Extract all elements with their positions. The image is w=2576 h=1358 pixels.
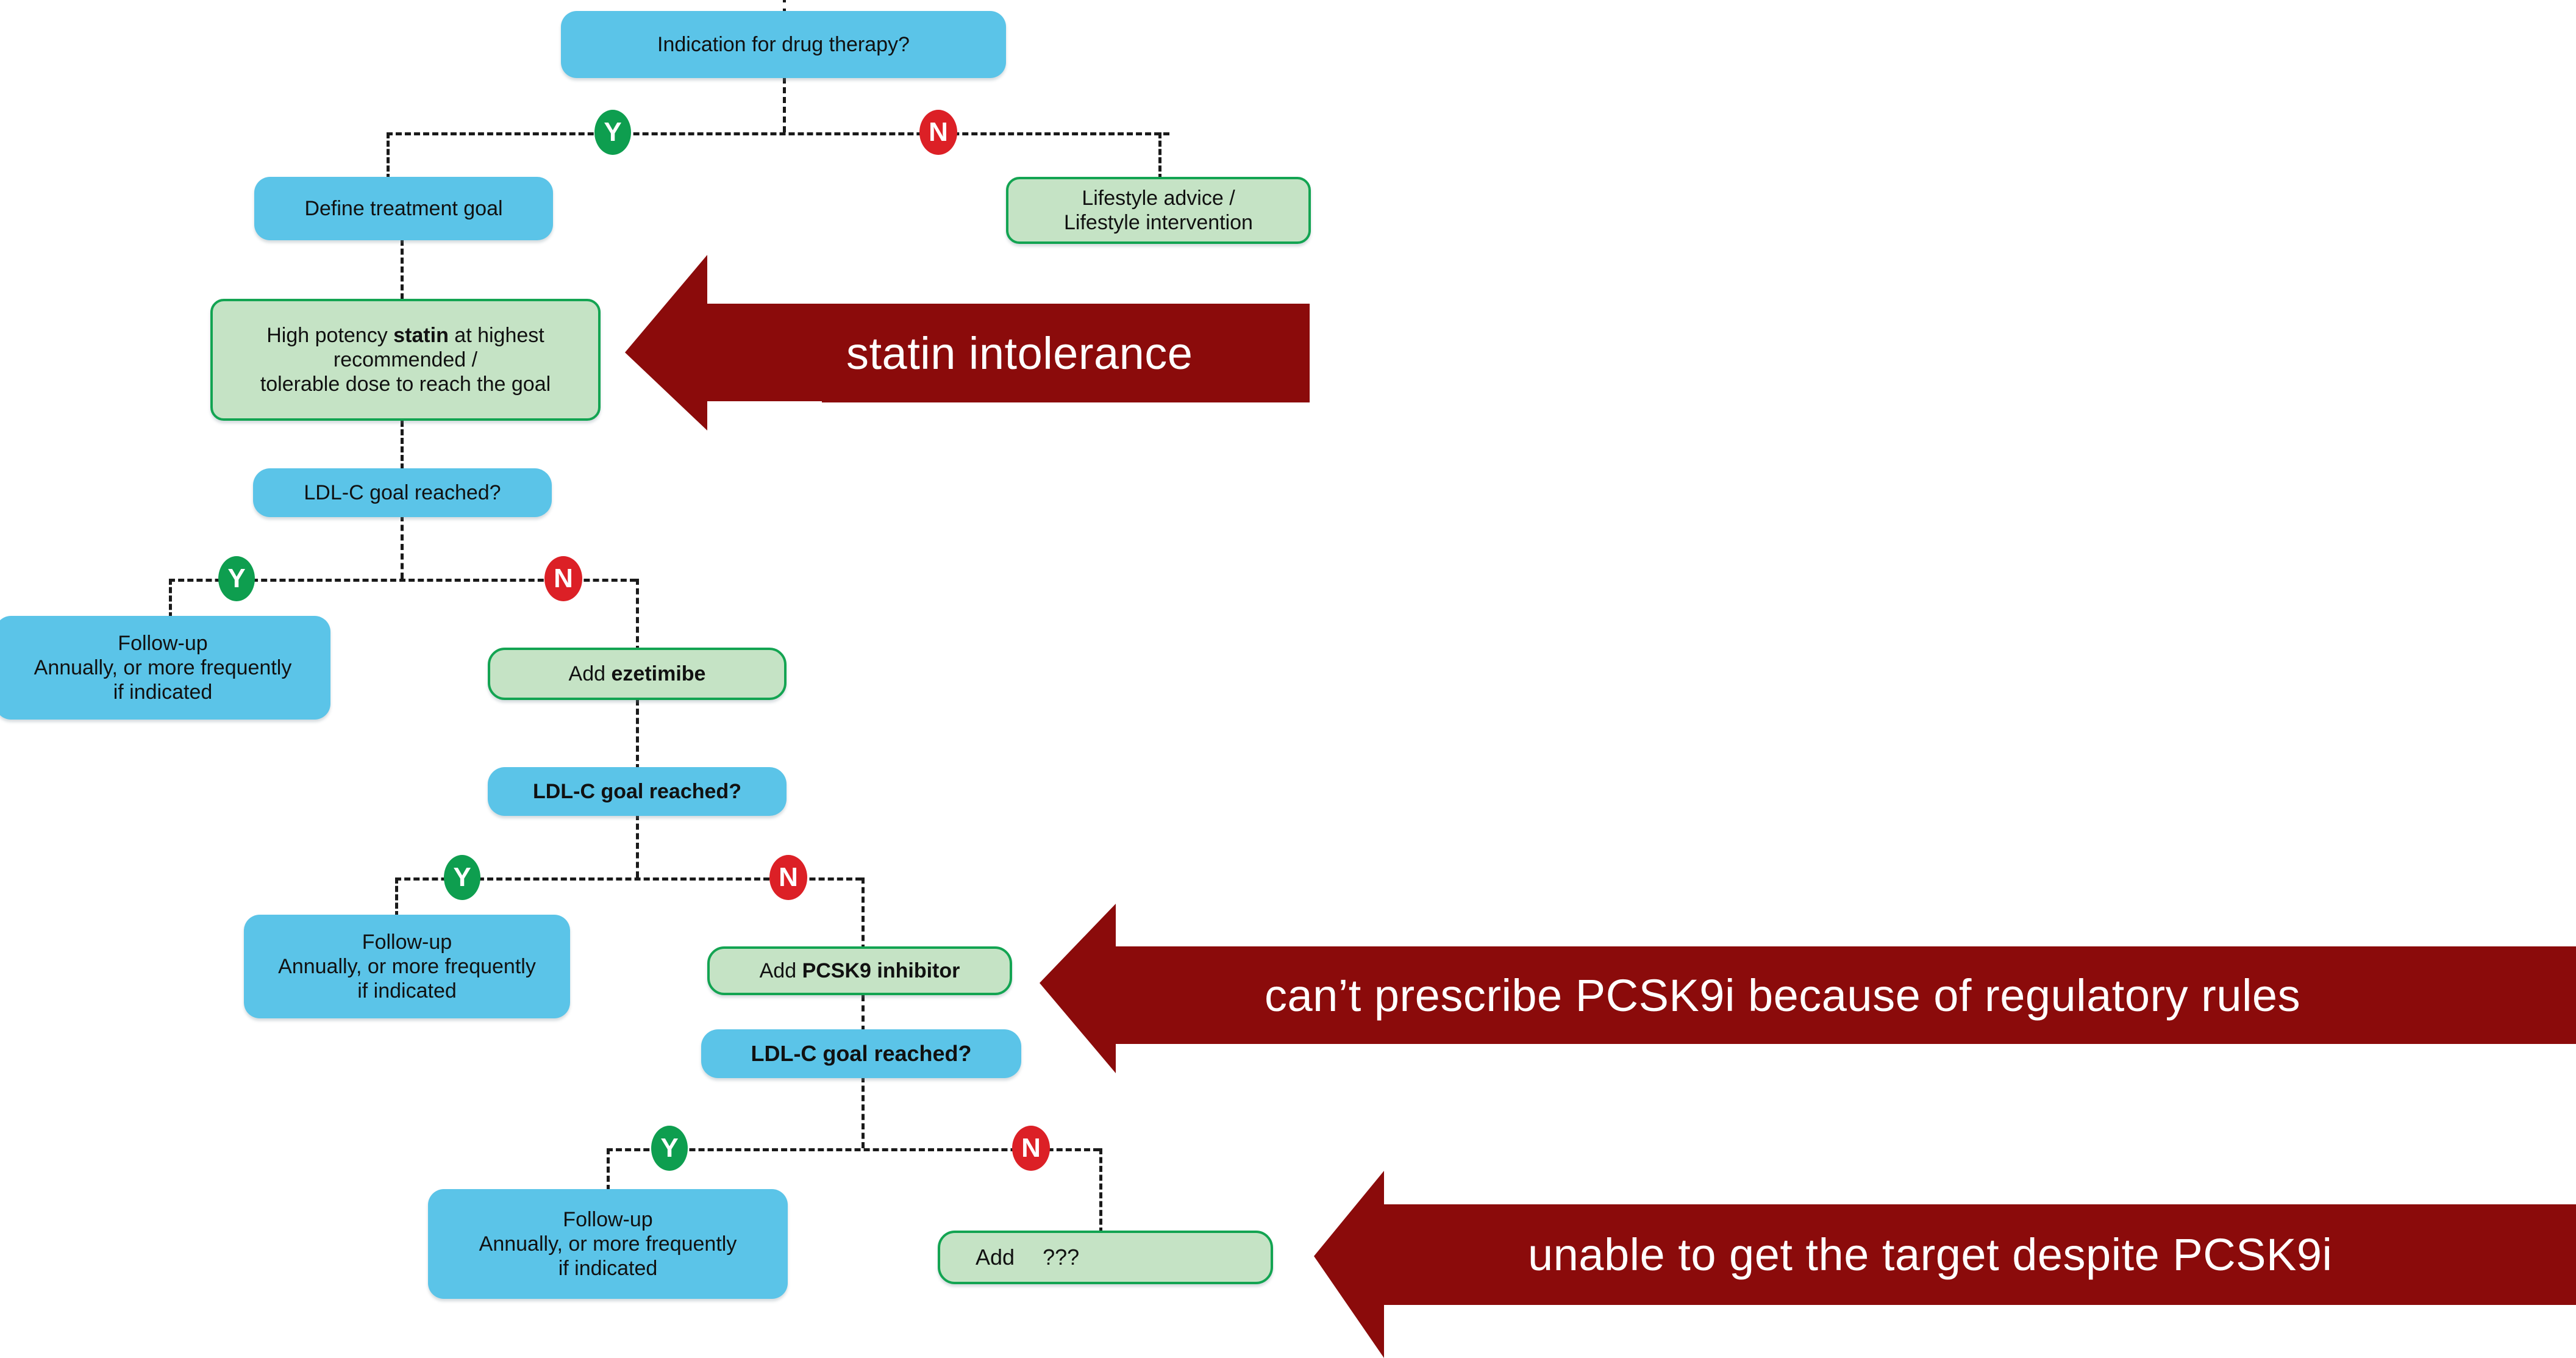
node-label: LDL-C goal reached? xyxy=(751,1040,972,1066)
node-ldl-c-goal-reached-2[interactable]: LDL-C goal reached? xyxy=(488,767,787,816)
node-add-unknown[interactable]: Add??? xyxy=(938,1231,1273,1284)
node-label: High potency statin at highest recommend… xyxy=(213,323,598,396)
node-label: Add??? xyxy=(940,1245,1271,1270)
add-ezetimibe-prefix: Add xyxy=(568,662,612,685)
callout-statin-intolerance: statin intolerance xyxy=(622,250,1323,433)
connector-to-define-goal xyxy=(387,132,390,180)
connector-entry-stub xyxy=(783,0,786,15)
node-label: LDL-C goal reached? xyxy=(533,779,741,803)
badge-label: Y xyxy=(660,1133,679,1163)
node-label: Lifestyle advice / Lifestyle interventio… xyxy=(1008,186,1308,235)
node-add-pcsk9-inhibitor[interactable]: Add PCSK9 inhibitor xyxy=(707,946,1012,995)
badge-no-level-1: N xyxy=(919,110,957,155)
left-arrow-icon xyxy=(625,255,828,431)
connector-branch-bar-2 xyxy=(169,579,636,582)
followup-line-3: if indicated xyxy=(357,979,457,1003)
followup-line-1: Follow-up xyxy=(362,930,452,954)
callout-unable-to-reach-target: unable to get the target despite PCSK9i xyxy=(1311,1159,2576,1358)
connector-to-followup-1 xyxy=(169,579,172,618)
statin-line-2: recommended / xyxy=(333,348,478,371)
callout-regulatory-rules: can’t prescribe PCSK9i because of regula… xyxy=(1036,872,2576,1073)
badge-label: Y xyxy=(227,563,246,593)
badge-label: N xyxy=(554,563,573,593)
callout-bar: unable to get the target despite PCSK9i xyxy=(1506,1204,2576,1305)
connector-indication-down xyxy=(783,77,786,132)
callout-text: can’t prescribe PCSK9i because of regula… xyxy=(1265,970,2301,1021)
add-unknown-prefix: Add xyxy=(976,1244,1015,1270)
callout-bar: statin intolerance xyxy=(822,304,1310,402)
callout-bar: can’t prescribe PCSK9i because of regula… xyxy=(1243,946,2576,1044)
connector-to-followup-2 xyxy=(395,877,398,917)
connector-pcsk9-to-ldl3 xyxy=(862,995,865,1032)
badge-no-level-4: N xyxy=(1012,1126,1050,1171)
connector-to-lifestyle xyxy=(1158,132,1161,180)
badge-label: Y xyxy=(604,117,622,147)
statin-line-1a: High potency xyxy=(266,323,394,347)
left-arrow-icon xyxy=(1040,904,1249,1073)
node-high-potency-statin[interactable]: High potency statin at highest recommend… xyxy=(210,299,601,421)
node-followup-2[interactable]: Follow-up Annually, or more frequently i… xyxy=(244,915,570,1018)
connector-branch-bar-1 xyxy=(387,132,1169,135)
node-label: Follow-up Annually, or more frequently i… xyxy=(0,631,330,704)
node-label: Indication for drug therapy? xyxy=(657,32,910,56)
connector-ldl1-down xyxy=(401,515,404,579)
badge-no-level-2: N xyxy=(544,556,582,601)
lifestyle-line-1: Lifestyle advice / xyxy=(1082,186,1235,210)
connector-branch-bar-3 xyxy=(395,877,862,881)
connector-to-add-unknown xyxy=(1099,1148,1102,1234)
connector-statin-to-ldl1 xyxy=(401,421,404,470)
ezetimibe-keyword: ezetimibe xyxy=(611,662,706,685)
node-lifestyle-advice[interactable]: Lifestyle advice / Lifestyle interventio… xyxy=(1006,177,1311,244)
node-followup-1[interactable]: Follow-up Annually, or more frequently i… xyxy=(0,616,330,720)
connector-branch-bar-4 xyxy=(607,1148,1099,1151)
followup-line-1: Follow-up xyxy=(118,631,208,655)
followup-line-3: if indicated xyxy=(558,1257,658,1281)
badge-yes-level-3: Y xyxy=(444,855,480,900)
badge-label: Y xyxy=(453,862,471,892)
followup-line-2: Annually, or more frequently xyxy=(278,954,536,978)
connector-to-followup-3 xyxy=(607,1148,610,1191)
connector-ldl3-down xyxy=(862,1076,865,1148)
callout-text: unable to get the target despite PCSK9i xyxy=(1528,1229,2333,1280)
node-label: Follow-up Annually, or more frequently i… xyxy=(428,1207,788,1281)
connector-ezetimibe-to-ldl2 xyxy=(636,699,639,770)
connector-to-pcsk9 xyxy=(862,877,865,951)
node-define-treatment-goal[interactable]: Define treatment goal xyxy=(254,177,553,240)
followup-line-3: if indicated xyxy=(113,681,213,704)
statin-line-3: tolerable dose to reach the goal xyxy=(260,373,551,396)
followup-line-2: Annually, or more frequently xyxy=(34,656,292,679)
add-unknown-placeholder: ??? xyxy=(1043,1244,1080,1270)
badge-yes-level-2: Y xyxy=(218,556,255,601)
followup-line-2: Annually, or more frequently xyxy=(479,1232,737,1256)
left-arrow-icon xyxy=(1314,1171,1511,1358)
node-label: Add PCSK9 inhibitor xyxy=(710,959,1010,983)
callout-text: statin intolerance xyxy=(846,327,1193,379)
node-label: Follow-up Annually, or more frequently i… xyxy=(244,930,570,1003)
node-followup-3[interactable]: Follow-up Annually, or more frequently i… xyxy=(428,1189,788,1299)
badge-label: N xyxy=(779,862,798,892)
node-label: LDL-C goal reached? xyxy=(304,481,501,504)
badge-yes-level-4: Y xyxy=(651,1126,688,1171)
add-pcsk9-prefix: Add xyxy=(759,959,802,982)
badge-yes-level-1: Y xyxy=(594,110,631,155)
followup-line-1: Follow-up xyxy=(563,1207,653,1231)
badge-label: N xyxy=(929,117,948,147)
connector-to-ezetimibe xyxy=(636,579,639,652)
node-indication-for-drug-therapy[interactable]: Indication for drug therapy? xyxy=(561,11,1006,78)
node-add-ezetimibe[interactable]: Add ezetimibe xyxy=(488,648,787,700)
lifestyle-line-2: Lifestyle intervention xyxy=(1064,211,1253,234)
badge-label: N xyxy=(1021,1133,1041,1163)
node-label: Add ezetimibe xyxy=(490,662,784,686)
connector-ldl2-down xyxy=(636,814,639,877)
node-ldl-c-goal-reached-3[interactable]: LDL-C goal reached? xyxy=(701,1029,1021,1078)
statin-keyword: statin xyxy=(393,323,449,347)
node-label: Define treatment goal xyxy=(304,196,503,220)
pcsk9-keyword: PCSK9 inhibitor xyxy=(802,959,960,982)
node-ldl-c-goal-reached-1[interactable]: LDL-C goal reached? xyxy=(253,468,552,517)
badge-no-level-3: N xyxy=(769,855,807,900)
statin-line-1c: at highest xyxy=(448,323,544,347)
connector-define-to-statin xyxy=(401,240,404,299)
